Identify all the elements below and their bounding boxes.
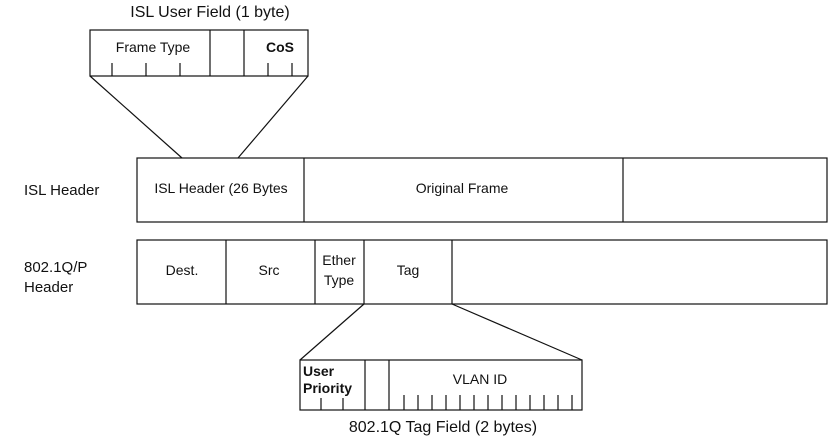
cos-label: CoS <box>266 39 294 55</box>
user-priority-label-line2: Priority <box>303 380 352 396</box>
dot1q-side-label-line2: Header <box>24 279 73 296</box>
isl-header-cell-label: ISL Header (26 Bytes <box>154 180 287 196</box>
isl-expansion-line <box>89 75 183 159</box>
frame-type-label: Frame Type <box>116 39 191 55</box>
tag-label: Tag <box>397 262 420 278</box>
isl-user-field: ISL User Field (1 byte) Frame Type CoS <box>89 4 309 77</box>
isl-header-row: ISL Header ISL Header (26 Bytes Original… <box>24 157 828 223</box>
dest-label: Dest. <box>166 262 199 278</box>
tag-expansion-line <box>299 303 365 361</box>
src-label: Src <box>259 262 280 278</box>
isl-expansion-line <box>237 75 309 159</box>
vlan-id-label: VLAN ID <box>453 371 507 387</box>
original-frame-label: Original Frame <box>416 180 509 196</box>
isl-header-side-label: ISL Header <box>24 182 99 199</box>
user-priority-label-line1: User <box>303 363 335 379</box>
tag-expansion-line <box>451 303 583 361</box>
dot1q-side-label-line1: 802.1Q/P <box>24 259 87 276</box>
isl-user-field-box <box>89 29 309 77</box>
isl-user-field-title: ISL User Field (1 byte) <box>130 4 289 21</box>
tag-field-caption: 802.1Q Tag Field (2 bytes) <box>349 419 537 436</box>
ether-type-label-line1: Ether <box>322 252 356 268</box>
tag-field: User Priority VLAN ID 802.1Q Tag Field (… <box>299 359 583 436</box>
dot1q-header-frame <box>136 239 828 305</box>
dot1q-header-row: 802.1Q/P Header Dest. Src Ether Type Tag <box>24 239 828 305</box>
isl-header-frame <box>136 157 828 223</box>
tag-field-box <box>299 359 583 411</box>
ether-type-label-line2: Type <box>324 272 355 288</box>
